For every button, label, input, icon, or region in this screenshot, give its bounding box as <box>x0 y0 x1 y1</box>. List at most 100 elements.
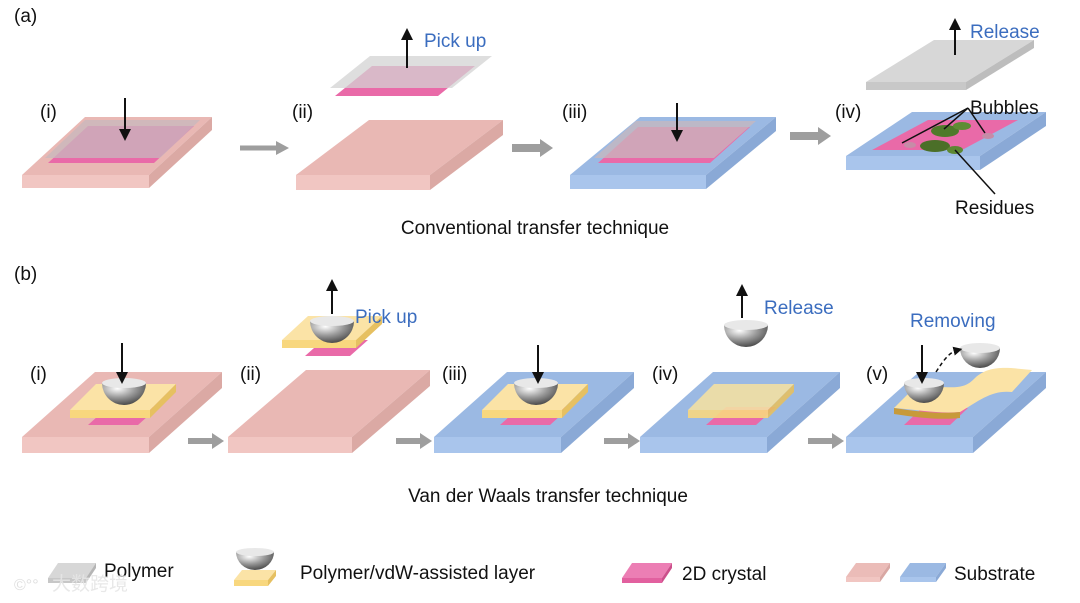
substrate-side <box>352 370 430 453</box>
step-a-i <box>22 98 212 188</box>
step-arrow <box>790 127 831 145</box>
vdw-layer-front <box>70 410 150 418</box>
step-b-iv-label: (iv) <box>652 364 678 385</box>
substrate-front <box>570 175 706 189</box>
caption-a: Conventional transfer technique <box>401 218 669 239</box>
polymer-sheet-top <box>866 40 1034 82</box>
step-b-v-label: (v) <box>866 364 888 385</box>
substrate-side <box>149 117 212 188</box>
substrate-side <box>430 120 503 190</box>
hemisphere-stamp <box>310 321 354 343</box>
removing-label: Removing <box>910 311 996 332</box>
legend: Polymer Polymer/vdW-assisted layer 2D cr… <box>48 548 1035 586</box>
substrate-side <box>561 372 634 453</box>
release-label: Release <box>970 22 1040 43</box>
substrate-side <box>767 372 840 453</box>
step-arrow <box>188 433 224 449</box>
hemisphere-stamp-moved <box>960 348 1000 368</box>
vdw-layer-side <box>356 316 382 348</box>
substrate-top <box>228 370 430 437</box>
step-a-iii-label: (iii) <box>562 102 587 123</box>
pick-up-label: Pick up <box>355 307 417 328</box>
substrate-front <box>434 437 561 453</box>
vdw-layer-top <box>688 384 794 410</box>
vdw-layer-front <box>482 410 562 418</box>
vdw-layer-front <box>688 410 768 418</box>
step-arrow-head <box>276 141 289 155</box>
stamp-top <box>514 378 558 388</box>
vdw-layer-side <box>562 384 588 418</box>
stamp-top <box>960 343 1000 353</box>
vdw-layer-side <box>768 384 794 418</box>
caption-b: Van der Waals transfer technique <box>408 486 688 507</box>
polymer-sheet-side <box>966 40 1034 90</box>
step-arrow <box>808 433 844 449</box>
step-b-ii <box>228 279 430 453</box>
step-b-ii-label: (ii) <box>240 364 261 385</box>
peeling-vdw-edge <box>894 408 960 419</box>
hemisphere-stamp <box>904 383 944 403</box>
step-b-iii <box>434 345 634 453</box>
step-a-ii <box>296 28 503 190</box>
dashed-move-arrow <box>935 346 963 373</box>
residue <box>904 142 916 148</box>
watermark: ©°° 大数跨境 <box>14 573 128 595</box>
stamp-top <box>310 316 354 326</box>
step-arrow <box>604 433 640 449</box>
vdw-layer-side <box>150 384 176 418</box>
panel-b-label: (b) <box>14 264 37 285</box>
substrate-front <box>22 175 149 188</box>
step-b-iv <box>640 284 840 453</box>
watermark-text: 大数跨境 <box>52 573 128 595</box>
stamp-top <box>102 378 146 388</box>
bubble <box>931 125 959 137</box>
substrate-front <box>846 437 973 453</box>
residues-pointer <box>954 149 996 195</box>
step-a-iv-label: (iv) <box>835 102 861 123</box>
watermark-icon: ©°° <box>14 577 39 594</box>
polymer-sheet-front <box>866 82 966 90</box>
substrate-front <box>296 175 430 190</box>
substrate-side <box>706 117 776 189</box>
legend-crystal-swatch <box>622 563 672 583</box>
stamp-top <box>724 320 768 330</box>
bubbles-pointer <box>943 107 969 130</box>
substrate-side <box>980 112 1046 170</box>
stamp-top <box>904 378 944 388</box>
substrate-side <box>973 372 1046 453</box>
step-a-ii-label: (ii) <box>292 102 313 123</box>
step-b-i-label: (i) <box>30 364 47 385</box>
pick-up-label: Pick up <box>424 31 486 52</box>
substrate-front <box>846 156 980 170</box>
step-a-iv <box>846 18 1046 195</box>
legend-vdw-swatch <box>234 548 276 586</box>
step-arrow <box>396 433 432 449</box>
hemisphere-stamp <box>724 325 768 347</box>
substrate-front <box>640 437 767 453</box>
residue <box>982 133 994 139</box>
panel-a-label: (a) <box>14 6 37 27</box>
substrate-side <box>149 372 222 453</box>
step-arrow <box>512 139 553 157</box>
legend-crystal-label: 2D crystal <box>682 564 766 585</box>
step-b-iii-label: (iii) <box>442 364 467 385</box>
step-b-v <box>846 343 1046 453</box>
bubbles-label: Bubbles <box>970 98 1039 119</box>
legend-vdw-label: Polymer/vdW-assisted layer <box>300 563 536 584</box>
bubbles-pointer <box>901 107 969 144</box>
hemisphere-stamp <box>514 383 558 405</box>
legend-substrate-pink-swatch <box>846 563 890 582</box>
hemisphere-stamp <box>102 383 146 405</box>
vdw-layer-front <box>282 340 356 348</box>
substrate-top <box>296 120 503 175</box>
bubble <box>953 122 971 130</box>
legend-substrate-label: Substrate <box>954 564 1035 585</box>
substrate-front <box>22 437 149 453</box>
release-label: Release <box>764 298 834 319</box>
substrate-front <box>228 437 352 453</box>
legend-polymer-label: Polymer <box>104 561 174 582</box>
step-a-iii <box>570 103 776 189</box>
residues-label: Residues <box>955 198 1034 219</box>
legend-substrate-blue-swatch <box>900 563 946 582</box>
